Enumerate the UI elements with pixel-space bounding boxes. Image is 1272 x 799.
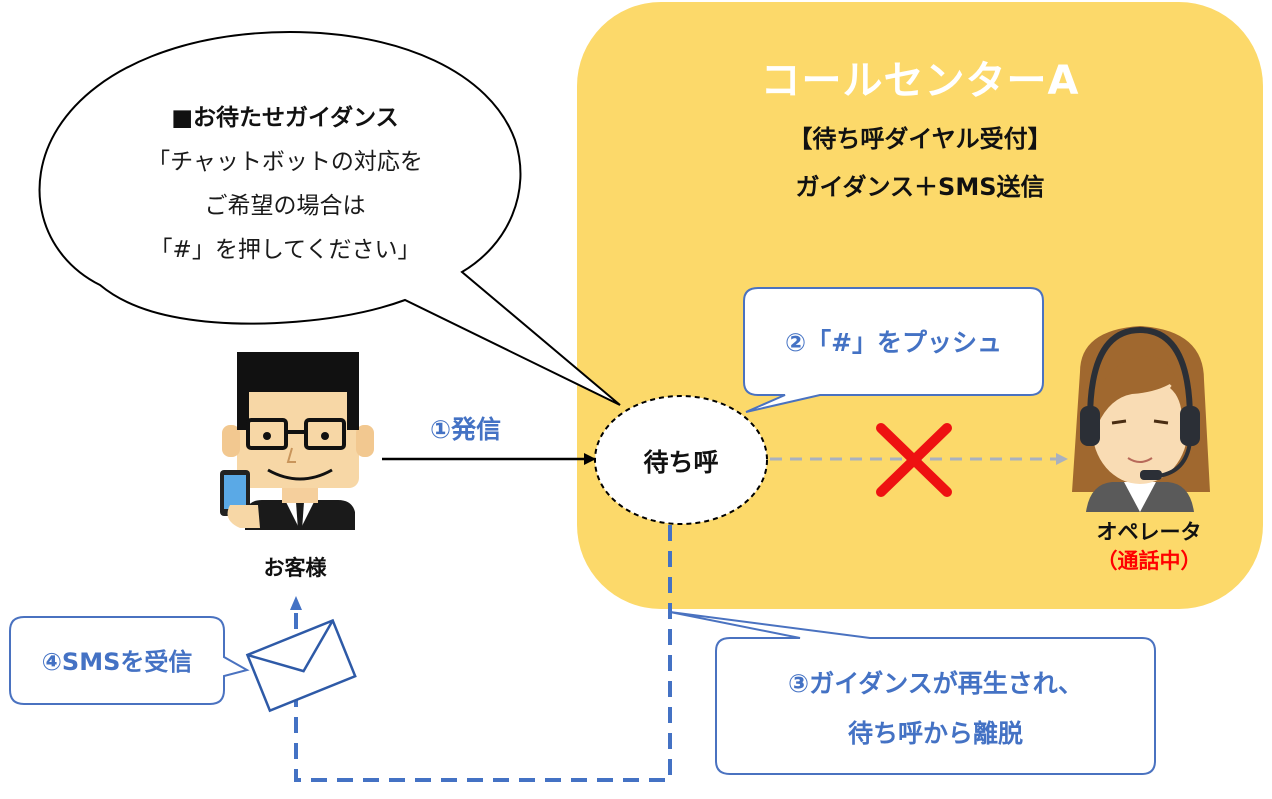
- step2-label: ②「#」をプッシュ: [784, 328, 1003, 357]
- guidance-speech-bubble: [38, 30, 621, 406]
- waiting-call-label: 待ち呼: [643, 448, 719, 477]
- customer-icon: [220, 352, 374, 530]
- call-center-subtitle-2: ガイダンス＋SMS送信: [795, 173, 1045, 201]
- operator-label: オペレータ: [1096, 520, 1202, 544]
- call-center-subtitle-1: 【待ち呼ダイヤル受付】: [788, 125, 1052, 153]
- blocked-cross-icon: [876, 423, 952, 497]
- call-center-title: コールセンターA: [760, 58, 1080, 104]
- customer-label: お客様: [263, 556, 327, 580]
- guidance-heading: ■お待たせガイダンス: [171, 105, 399, 131]
- sms-return-arrowhead: [290, 596, 302, 610]
- step3-label-line-2: 待ち呼から離脱: [847, 719, 1023, 748]
- step3-label-line-1: ③ガイダンスが再生され、: [788, 669, 1083, 698]
- envelope-icon: [245, 618, 357, 713]
- guidance-line-1: 「チャットボットの対応を: [147, 149, 423, 175]
- step2-callout: [743, 287, 1044, 413]
- step4-callout: [9, 616, 250, 705]
- step4-label: ④SMSを受信: [41, 648, 193, 676]
- waiting-call-node: [594, 395, 768, 525]
- operator-status: （通話中）: [1096, 549, 1202, 573]
- step3-callout: [669, 611, 1156, 775]
- guidance-line-2: ご希望の場合は: [204, 193, 366, 219]
- guidance-line-3: 「#」を押してください」: [149, 237, 421, 263]
- operator-icon: [1072, 326, 1210, 512]
- step1-label: ①発信: [430, 415, 502, 444]
